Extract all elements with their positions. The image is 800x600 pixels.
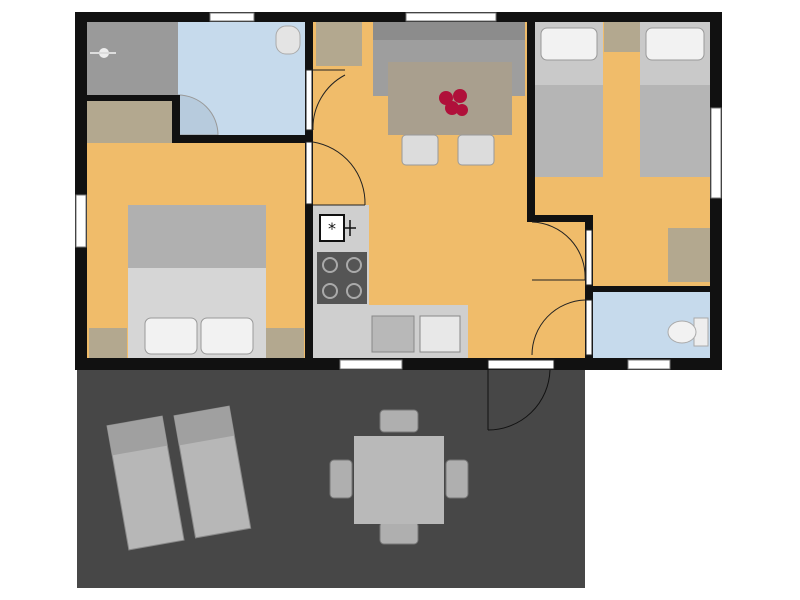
shower-rail xyxy=(90,52,116,54)
rug xyxy=(89,328,127,358)
rug xyxy=(668,228,710,282)
doors[interactable] xyxy=(305,69,593,431)
svg-text:*: * xyxy=(328,219,336,238)
rug xyxy=(316,22,362,66)
toilet-icon xyxy=(667,317,709,347)
single-bed xyxy=(640,22,710,177)
sun-lounger xyxy=(106,415,185,551)
living-floor-extension xyxy=(535,215,587,292)
windows[interactable] xyxy=(75,12,722,370)
stove-icon xyxy=(317,252,367,304)
flowers-icon xyxy=(439,89,468,116)
single-bed xyxy=(535,22,603,177)
fridge-icon: * xyxy=(319,214,356,242)
sink xyxy=(275,25,301,55)
rug xyxy=(604,22,640,52)
terrace-table-set xyxy=(329,409,469,545)
rug xyxy=(266,328,304,358)
chair xyxy=(457,134,495,166)
shower-area xyxy=(87,22,178,95)
kitchen-sink xyxy=(371,315,461,353)
sun-lounger xyxy=(173,405,252,539)
bathroom-rug xyxy=(87,95,174,143)
chair xyxy=(401,134,439,166)
shower-door xyxy=(177,94,219,136)
double-bed xyxy=(128,205,266,358)
